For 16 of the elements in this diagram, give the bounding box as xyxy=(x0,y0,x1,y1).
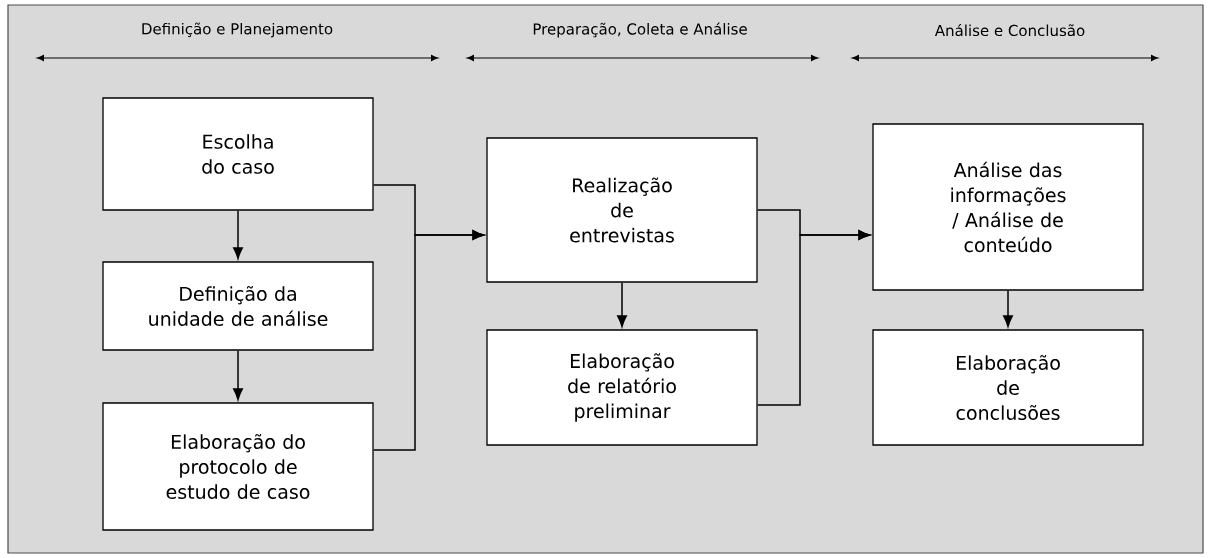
arrow xyxy=(233,209,243,260)
arrow xyxy=(756,230,871,406)
process-box: Análise das informações / Análise de conteúdo xyxy=(872,123,1144,291)
arrow xyxy=(233,349,243,401)
phase-label: Definição e Planejamento xyxy=(142,22,333,38)
phase-label: Análise e Conclusão xyxy=(934,23,1085,37)
process-box: Elaboração de relatório preliminar xyxy=(486,329,758,446)
process-box: Elaboração de conclusões xyxy=(872,329,1144,446)
arrow xyxy=(1003,289,1013,328)
arrow xyxy=(617,281,627,328)
process-box: Elaboração do protocolo de estudo de caso xyxy=(102,402,374,531)
process-box: Definição da unidade de análise xyxy=(102,261,374,351)
process-box: Escolha do caso xyxy=(102,97,374,211)
arrow xyxy=(372,230,485,451)
phase-label: Preparação, Coleta e Análise xyxy=(533,22,747,38)
process-box: Realização de entrevistas xyxy=(486,137,758,283)
